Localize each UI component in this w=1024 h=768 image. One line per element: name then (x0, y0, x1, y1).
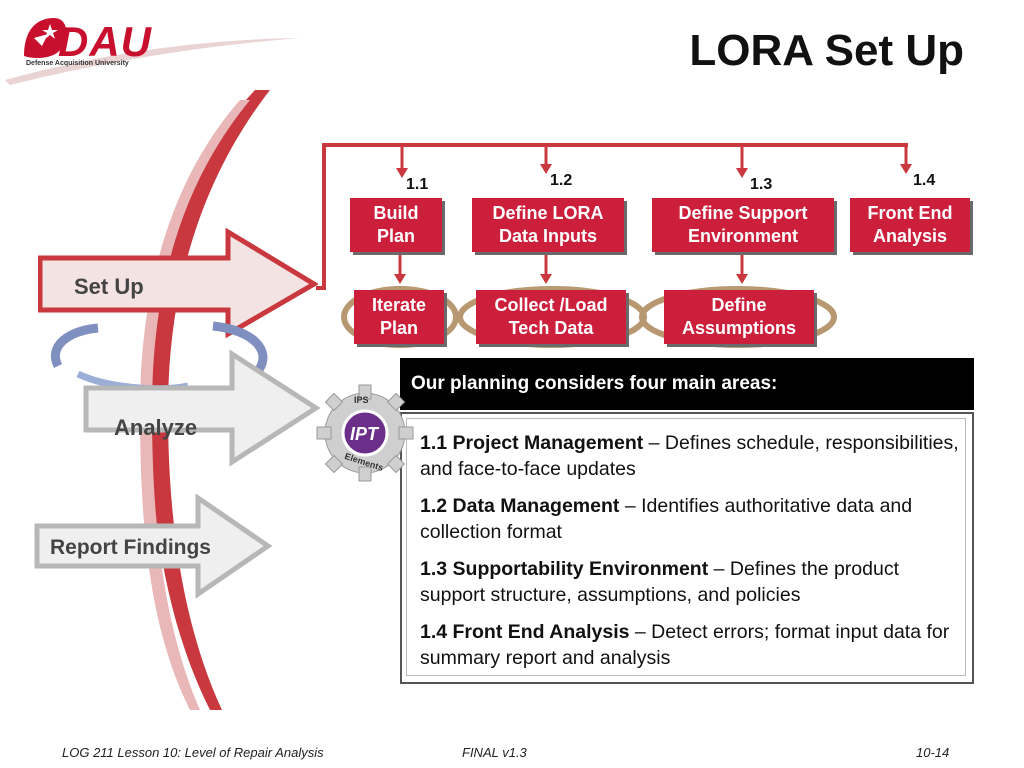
area-term: 1.2 Data Management (420, 495, 620, 517)
box-line: Tech Data (508, 318, 594, 338)
box-line: Build (373, 203, 419, 223)
setup-arrow-shape (38, 228, 318, 338)
box-line: Define (711, 295, 767, 315)
area-desc: – Identifies authoritative data and coll… (420, 495, 913, 543)
box-line: Define LORA (492, 203, 604, 223)
iteration-rings-graphic (341, 286, 837, 348)
area-item: 1.1 Project Management – Defines schedul… (420, 430, 960, 482)
area-item: 1.2 Data Management – Identifies authori… (420, 493, 960, 545)
footer-course: LOG 211 Lesson 10: Level of Repair Analy… (62, 745, 324, 760)
areas-panel: 1.1 Project Management – Defines schedul… (400, 412, 974, 684)
logo-subtitle: Defense Acquisition University (26, 60, 129, 67)
panel-header: Our planning considers four main areas: (400, 358, 974, 410)
box-line: Iterate (371, 295, 427, 315)
page-title: LORA Set Up (689, 26, 964, 75)
box-line: Collect /Load (494, 295, 608, 315)
area-desc: – Defines the product support structure,… (420, 558, 900, 606)
badge-top-label: IPS (354, 395, 369, 405)
stage-setup-label: Set Up (74, 274, 144, 299)
area-term: 1.3 Supportability Environment (420, 558, 709, 580)
box-line: Data Inputs (498, 226, 597, 246)
box-line: Environment (687, 226, 798, 246)
step-3-number: 1.3 (750, 176, 773, 193)
stage-analyze-label: Analyze (114, 415, 198, 440)
ips-gear-icon (316, 384, 414, 482)
report-arrow-shape (34, 494, 273, 599)
area-item: 1.3 Supportability Environment – Defines… (420, 556, 960, 608)
logo-brand-text: DAU (58, 18, 152, 65)
box-line: Define Support (678, 203, 808, 223)
box-line: Plan (376, 226, 415, 246)
step-2-number: 1.2 (550, 172, 573, 189)
box-line: Assumptions (681, 318, 796, 338)
area-term: 1.1 Project Management (420, 432, 644, 454)
step-1-number: 1.1 (406, 176, 429, 193)
box-line: Front End (867, 203, 953, 223)
area-item: 1.4 Front End Analysis – Detect errors; … (420, 619, 960, 671)
area-term: 1.4 Front End Analysis (420, 621, 630, 643)
badge-center-label: IPT (350, 424, 379, 444)
analyze-arrow-shape (83, 349, 321, 467)
footer-version: FINAL v1.3 (462, 745, 527, 760)
connector-lines (316, 143, 912, 290)
stage-report-label: Report Findings (50, 536, 211, 559)
logo-star-icon (24, 18, 67, 58)
step-define-lora-box: Define LORA Data Inputs (472, 198, 624, 252)
footer-page-number: 10-14 (916, 745, 950, 760)
area-desc: – Detect errors; format input data for s… (420, 621, 950, 669)
step-4-number: 1.4 (913, 172, 936, 189)
panel-inner-border (406, 418, 966, 676)
process-swoosh-graphic (140, 90, 270, 710)
box-line: Analysis (872, 226, 948, 246)
box-line: Plan (379, 318, 418, 338)
area-desc: – Defines schedule, responsibilities, an… (420, 432, 959, 480)
